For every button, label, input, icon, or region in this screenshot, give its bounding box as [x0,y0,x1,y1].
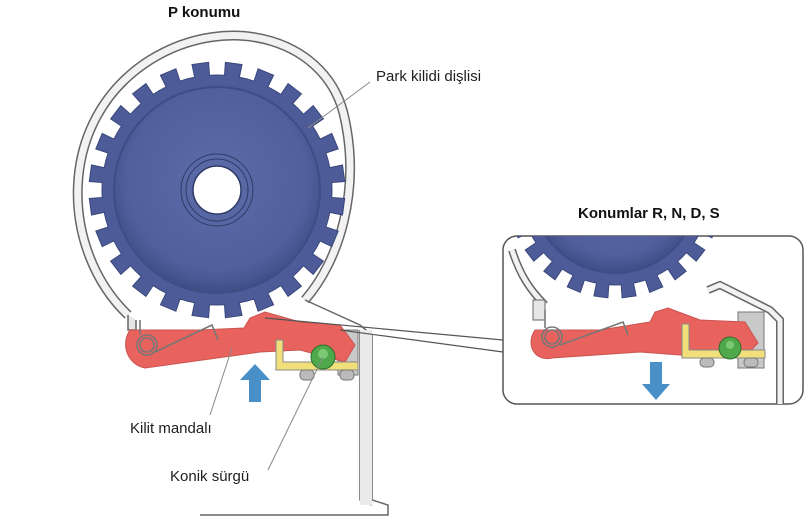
leader-lines [209,81,371,471]
label-gear: Park kilidi dişlisi [376,68,482,85]
title-park-position: P konumu [168,4,241,21]
gear-hub-hole [192,165,242,215]
inset-connector [264,317,504,353]
label-pawl: Kilit mandalı [130,420,212,437]
gear-body [531,236,699,274]
inset-view [502,235,804,405]
title-other-positions: Konumlar R, N, D, S [578,205,720,222]
spring [136,320,219,356]
locking-pawl [125,311,356,369]
hub-ring [185,158,249,222]
park-lock-gear [88,61,346,319]
arrow-down-icon [642,362,670,400]
arrow-up-icon [240,364,270,402]
bracket [275,339,359,381]
label-cone-slider: Konik sürgü [170,468,250,485]
hub-ring [180,153,254,227]
